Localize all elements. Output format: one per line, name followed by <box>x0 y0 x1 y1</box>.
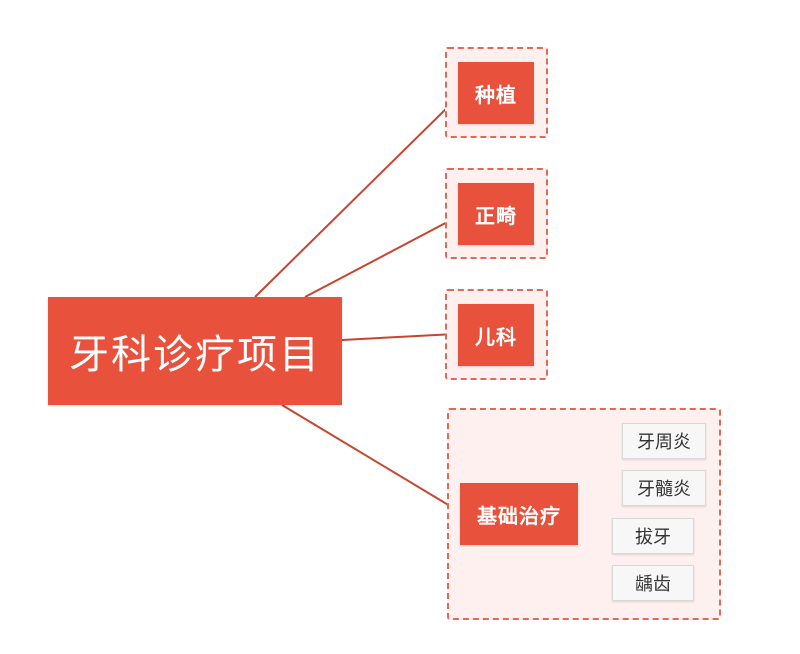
connector-root-to-orthodontics <box>304 217 456 298</box>
connector-root-to-implant <box>254 99 456 298</box>
leaf-node-pulpitis-label: 牙髓炎 <box>637 479 691 500</box>
leaf-node-periodontitis-label: 牙周炎 <box>637 432 691 453</box>
leaf-node-periodontitis[interactable]: 牙周炎 <box>622 423 706 459</box>
leaf-node-caries[interactable]: 龋齿 <box>612 565 694 601</box>
leaf-node-extraction[interactable]: 拔牙 <box>612 518 694 554</box>
branch-node-orthodontics[interactable]: 正畸 <box>458 183 534 245</box>
connector-root-to-pediatrics <box>341 333 456 341</box>
branch-node-basic-treatment-label: 基础治疗 <box>477 503 561 528</box>
branch-node-pediatrics[interactable]: 儿科 <box>458 304 534 366</box>
leaf-node-extraction-label: 拔牙 <box>635 527 671 548</box>
branch-node-pediatrics-label: 儿科 <box>475 324 517 349</box>
branch-node-orthodontics-label: 正畸 <box>475 203 517 228</box>
leaf-node-pulpitis[interactable]: 牙髓炎 <box>622 470 706 506</box>
connector-root-to-basic-treatment <box>281 404 461 513</box>
root-node[interactable]: 牙科诊疗项目 <box>48 297 342 405</box>
branch-node-implant-label: 种植 <box>475 82 517 107</box>
branch-node-basic-treatment[interactable]: 基础治疗 <box>460 483 578 545</box>
root-node-label: 牙科诊疗项目 <box>69 332 321 378</box>
branch-node-implant[interactable]: 种植 <box>458 62 534 124</box>
leaf-node-caries-label: 龋齿 <box>635 574 671 595</box>
